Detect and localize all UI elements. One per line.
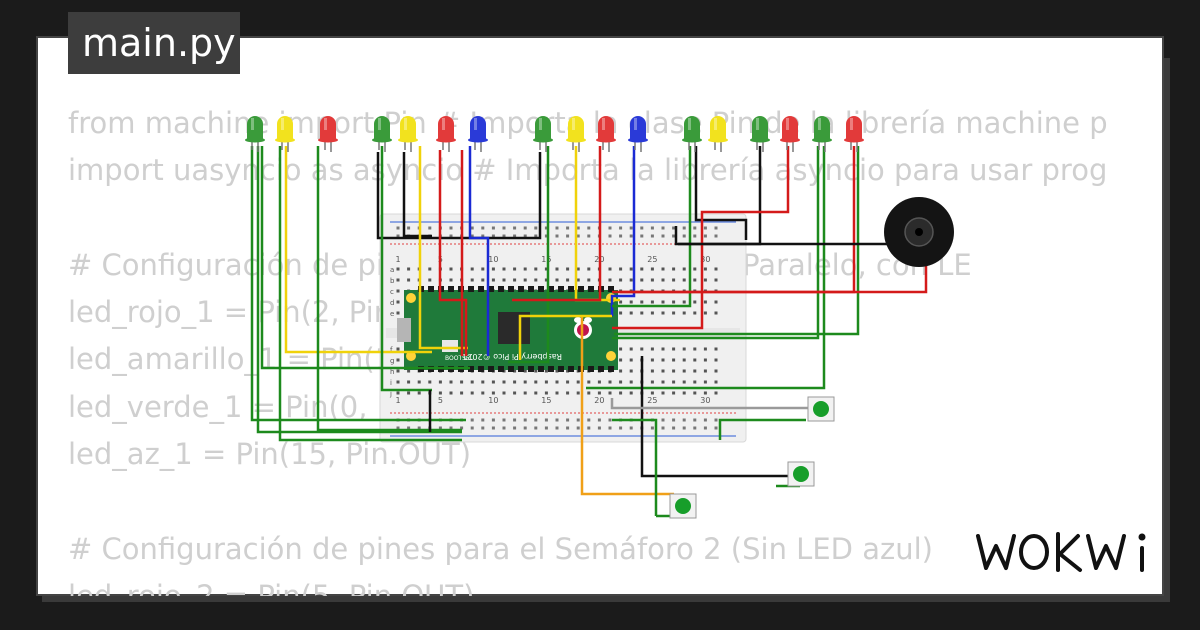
blue-led[interactable] xyxy=(468,116,488,152)
yellow-led[interactable] xyxy=(708,116,728,152)
yellow-led[interactable] xyxy=(398,116,418,152)
column-number: 5 xyxy=(438,396,443,405)
row-letter: h xyxy=(390,368,394,376)
row-letter: g xyxy=(390,357,394,365)
yellow-led[interactable] xyxy=(275,116,295,152)
red-led[interactable] xyxy=(436,116,456,152)
column-number: 25 xyxy=(647,255,657,264)
code-line: led_rojo_2 = Pin(5, Pin.OUT) xyxy=(68,578,475,596)
column-number: 15 xyxy=(541,255,551,264)
red-led[interactable] xyxy=(318,116,338,152)
column-number: 1 xyxy=(395,255,400,264)
code-line: led_az_1 = Pin(15, Pin.OUT) xyxy=(68,437,472,472)
green-led[interactable] xyxy=(750,116,770,152)
column-number: 15 xyxy=(541,396,551,405)
column-number: 30 xyxy=(700,255,710,264)
yellow-led[interactable] xyxy=(566,116,586,152)
card-shadow-bottom xyxy=(42,596,1170,602)
green-led[interactable] xyxy=(812,116,832,152)
card-shadow-right xyxy=(1164,58,1170,596)
push-button-2[interactable] xyxy=(787,461,815,487)
row-letter: a xyxy=(390,266,394,274)
push-button-1[interactable] xyxy=(807,396,835,422)
row-letter: e xyxy=(390,310,394,318)
red-led[interactable] xyxy=(596,116,616,152)
column-number: 30 xyxy=(700,396,710,405)
row-letter: f xyxy=(390,346,393,354)
column-number: 1 xyxy=(395,396,400,405)
red-led[interactable] xyxy=(780,116,800,152)
bootsel-label: BOOTSEL xyxy=(445,355,474,362)
column-number: 10 xyxy=(488,255,498,264)
red-led[interactable] xyxy=(844,116,864,152)
blue-led[interactable] xyxy=(628,116,648,152)
green-led[interactable] xyxy=(372,116,392,152)
row-letter: j xyxy=(389,390,392,398)
pico-label: Raspberry Pi Pico ©2021 xyxy=(462,352,562,361)
column-number: 10 xyxy=(488,396,498,405)
wokwi-logo xyxy=(976,532,1146,572)
row-letter: b xyxy=(390,277,395,285)
row-letter: i xyxy=(390,379,392,387)
green-led[interactable] xyxy=(245,116,265,152)
file-tab[interactable]: main.py xyxy=(68,12,240,74)
row-letter: d xyxy=(390,299,394,307)
green-led[interactable] xyxy=(533,116,553,152)
column-number: 25 xyxy=(647,396,657,405)
push-button-3[interactable] xyxy=(669,493,697,519)
column-number: 20 xyxy=(594,396,604,405)
code-line: # Configuración de pines para el Semáfor… xyxy=(68,531,933,566)
buzzer[interactable] xyxy=(884,197,954,267)
wires xyxy=(250,146,928,518)
row-letter: c xyxy=(390,288,394,296)
file-tab-label: main.py xyxy=(82,21,236,65)
green-led[interactable] xyxy=(682,116,702,152)
led-row xyxy=(245,116,864,152)
